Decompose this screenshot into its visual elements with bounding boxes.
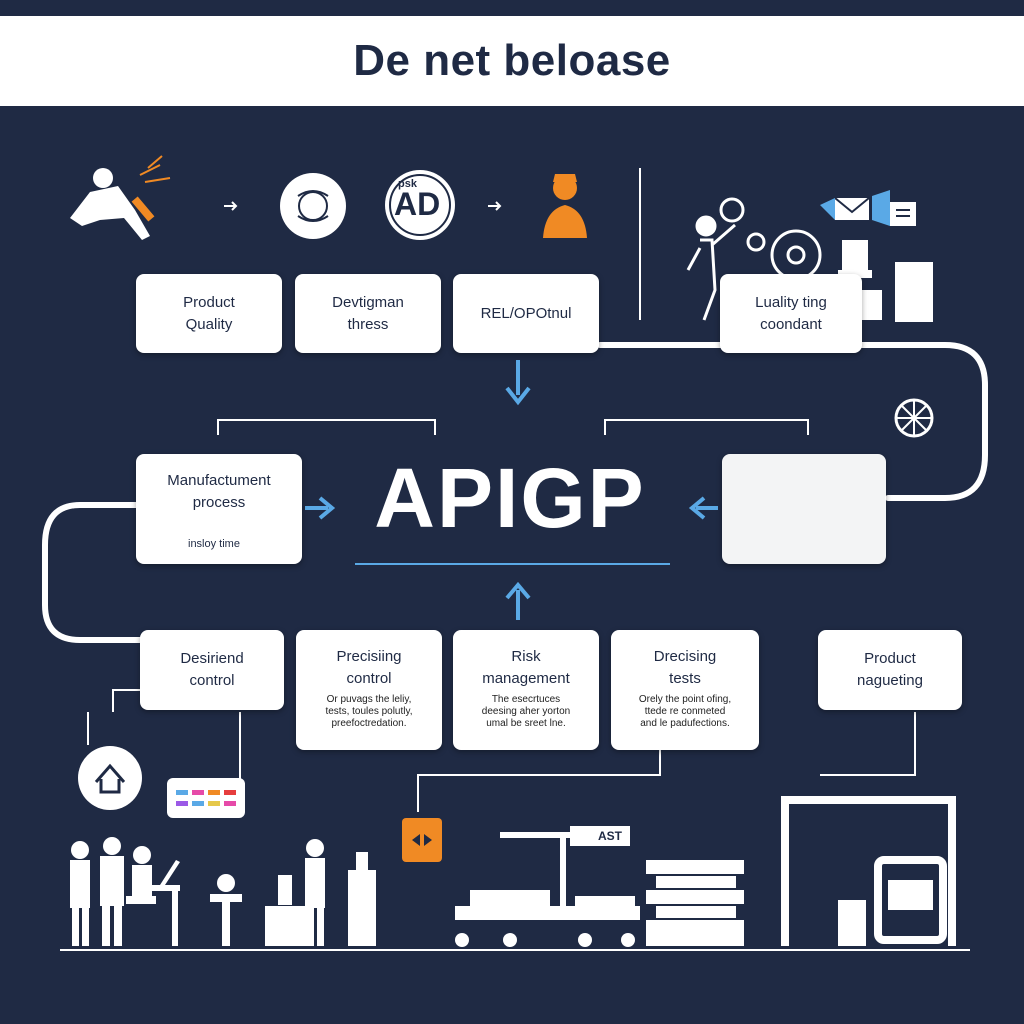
orange-tag-icon [402, 818, 442, 862]
card-development-thress[interactable]: Devtigman thress [295, 274, 441, 353]
connector-bottom-2 [417, 750, 661, 812]
card-factory-illustration[interactable] [722, 454, 886, 564]
card-rel-opotnul[interactable]: REL/OPOtnul [453, 274, 599, 353]
card-label: Product Quality [183, 293, 235, 333]
card-manufacturing-process[interactable]: Manufactument process insloy time [136, 454, 302, 564]
worker-orange-icon [543, 174, 587, 238]
card-sublabel: insloy time [188, 538, 240, 550]
small-arrow-icon [224, 201, 502, 211]
card-label: Drecising tests [653, 648, 717, 687]
page-title: De net beloase [353, 36, 671, 85]
bracket-right [604, 419, 809, 435]
card-label: Risk management [482, 648, 570, 687]
card-description: The esecrtuces deesing aher yorton umal … [481, 694, 571, 729]
card-product-nagueting[interactable]: Product nagueting [818, 630, 962, 710]
connector-bottom-3 [820, 712, 916, 776]
flow-path [597, 342, 988, 501]
factory-machinery-icon [455, 826, 744, 947]
monitor-icon [890, 202, 916, 226]
card-product-quality[interactable]: Product Quality [136, 274, 282, 353]
card-label: REL/OPOtnul [480, 304, 572, 322]
color-palette-icon [167, 778, 245, 818]
arrow-right-icon [305, 496, 336, 520]
ad-badge-small-text: psk [398, 178, 417, 190]
machine-right-icon [838, 240, 933, 322]
ad-badge-big-text: AD [394, 186, 441, 222]
arrow-left-icon [688, 496, 718, 520]
card-label: Desiriend control [180, 650, 244, 689]
press-machine-icon [781, 796, 956, 946]
lab-equipment-icon [210, 839, 376, 946]
worker-kneeling-icon [70, 155, 171, 240]
card-desirend-control[interactable]: Desiriend control [140, 630, 284, 710]
workers-group-icon [70, 837, 180, 946]
arrow-down-icon [505, 360, 531, 406]
email-icon [820, 190, 890, 226]
card-quality-ting[interactable]: Luality ting coondant [720, 274, 862, 353]
card-label: Luality ting coondant [755, 293, 827, 333]
card-label: Manufactument process [167, 472, 271, 511]
globe-icon [894, 398, 934, 438]
center-title: APIGP [374, 451, 646, 545]
card-label: Devtigman thress [332, 293, 404, 333]
home-circle-icon [78, 746, 142, 810]
card-risk-management[interactable]: Risk management The esecrtuces deesing a… [453, 630, 599, 750]
connector-bottom-left [87, 689, 140, 745]
card-drecising-tests[interactable]: Drecising tests Orely the point ofing, t… [611, 630, 759, 750]
bracket-left [217, 419, 436, 435]
card-precising-control[interactable]: Precisiing control Or puvags the leliy, … [296, 630, 442, 750]
flow-path-left [42, 502, 143, 643]
card-label: Precisiing control [336, 648, 402, 687]
ad-badge-icon [385, 170, 455, 240]
card-label: Product nagueting [857, 650, 923, 689]
process-circle-icon [280, 173, 346, 239]
card-description: Orely the point ofing, ttede re conmeted… [638, 694, 732, 729]
title-bar: De net beloase [0, 16, 1024, 106]
machine-tag-text: AST [598, 829, 622, 843]
center-underline [355, 563, 670, 565]
card-description: Or puvags the leliy, tests, toules polut… [325, 694, 413, 729]
arrow-up-icon [505, 581, 531, 620]
press-machine-detail-icon [838, 880, 933, 946]
